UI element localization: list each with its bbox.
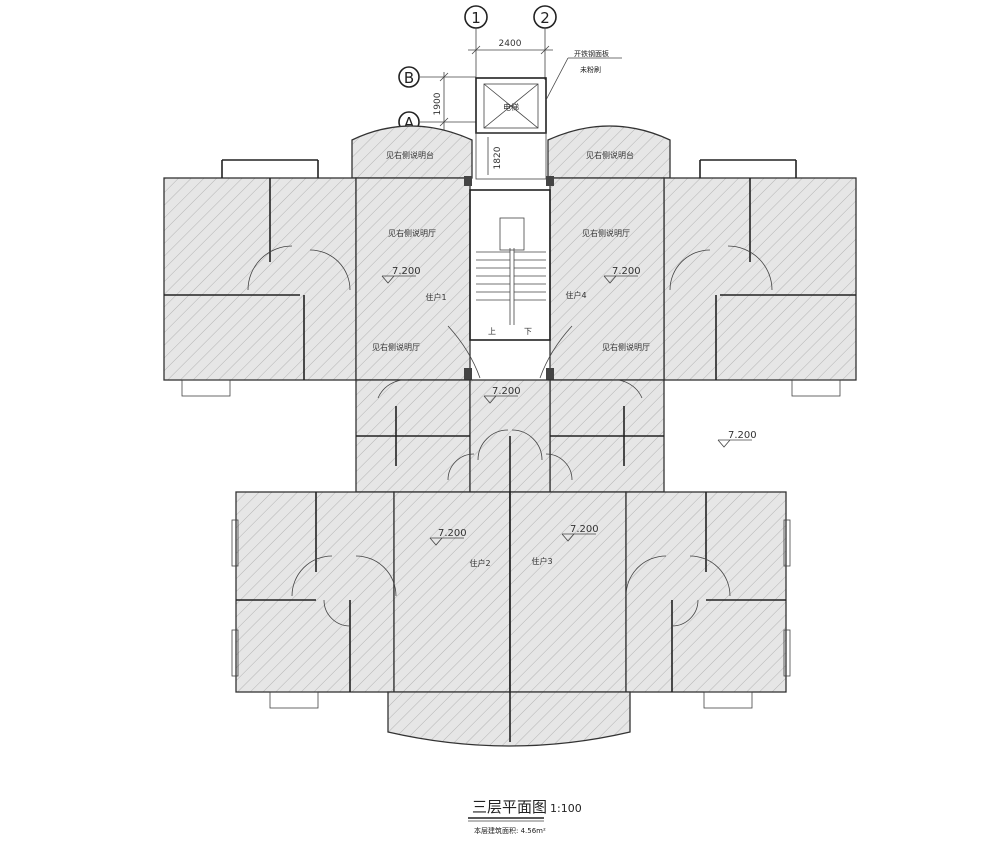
- elevator-note-1: 开铁钢面板: [574, 49, 609, 58]
- level-marker-1: 7.200: [381, 266, 421, 284]
- dim-gap: 1820: [493, 146, 503, 169]
- room-left-bedrooms: [163, 177, 357, 381]
- stair-up-label: 上: [488, 327, 496, 336]
- label-unit-1: 住户1: [425, 292, 446, 302]
- label-living-tr: 见右侧说明厅: [582, 228, 630, 238]
- middle-section: [355, 379, 665, 493]
- axis-label-1: 1: [471, 9, 481, 27]
- title-scale: 1:100: [550, 802, 582, 815]
- label-balcony-tr: 见右侧说明台: [586, 150, 634, 160]
- axis-bubble-B: [398, 66, 420, 88]
- label-dining-tl: 见右侧说明厅: [372, 342, 420, 352]
- axis-grid: 1 2 2400 B A 1900: [398, 5, 557, 140]
- title-note: 本层建筑面积: 4.56m²: [474, 826, 546, 835]
- svg-text:7.200: 7.200: [392, 266, 421, 277]
- svg-text:7.200: 7.200: [570, 524, 599, 535]
- stair-core: [469, 189, 551, 341]
- axis-label-2: 2: [540, 9, 550, 27]
- title-main: 三层平面图: [472, 798, 547, 816]
- lower-wing: [231, 436, 791, 747]
- label-unit-2: 住户2: [469, 558, 490, 568]
- level-marker-5: 7.200: [429, 528, 467, 546]
- level-marker-3: 7.200: [483, 386, 521, 404]
- drawing-title: 三层平面图 1:100 本层建筑面积: 4.56m²: [468, 798, 582, 835]
- svg-text:7.200: 7.200: [612, 266, 641, 277]
- level-marker-2: 7.200: [603, 266, 641, 284]
- elevator-shaft: 电梯 开铁钢面板 未粉刷 1820: [475, 49, 622, 180]
- level-marker-6: 7.200: [561, 524, 599, 542]
- upper-wing: 上 下: [163, 125, 857, 397]
- balcony-bottom: [387, 691, 631, 747]
- room-lower-left-bedrooms: [235, 491, 395, 693]
- level-markers: 7.200 7.200 7.200 7.200 7.200 7.200: [381, 266, 757, 546]
- room-labels: 见右侧说明台 见右侧说明台 见右侧说明厅 见右侧说明厅 见右侧说明厅 见右侧说明…: [372, 150, 650, 568]
- label-dining-tr: 见右侧说明厅: [602, 342, 650, 352]
- room-lower-left-living: [393, 491, 511, 693]
- elevator-label: 电梯: [503, 102, 519, 112]
- axis-label-A: A: [404, 114, 415, 132]
- balcony-top-left: [351, 125, 473, 179]
- label-living-tl: 见右侧说明厅: [388, 228, 436, 238]
- stair-down-label: 下: [524, 327, 532, 336]
- axis-label-B: B: [404, 69, 414, 87]
- label-unit-4: 住户4: [565, 290, 586, 300]
- elevator-note-2: 未粉刷: [580, 65, 601, 74]
- balcony-top-right: [547, 125, 671, 179]
- svg-text:7.200: 7.200: [728, 430, 757, 441]
- label-balcony-tl: 见右侧说明台: [386, 150, 434, 160]
- svg-text:7.200: 7.200: [492, 386, 521, 397]
- room-right-bedrooms: [663, 177, 857, 381]
- label-unit-3: 住户3: [531, 556, 552, 566]
- room-left-living: [355, 177, 471, 381]
- svg-text:7.200: 7.200: [438, 528, 467, 539]
- dim-left-height: 1900: [433, 92, 443, 115]
- level-marker-4: 7.200: [717, 430, 757, 448]
- dim-top-width: 2400: [499, 39, 522, 49]
- room-lower-right-living: [509, 491, 627, 693]
